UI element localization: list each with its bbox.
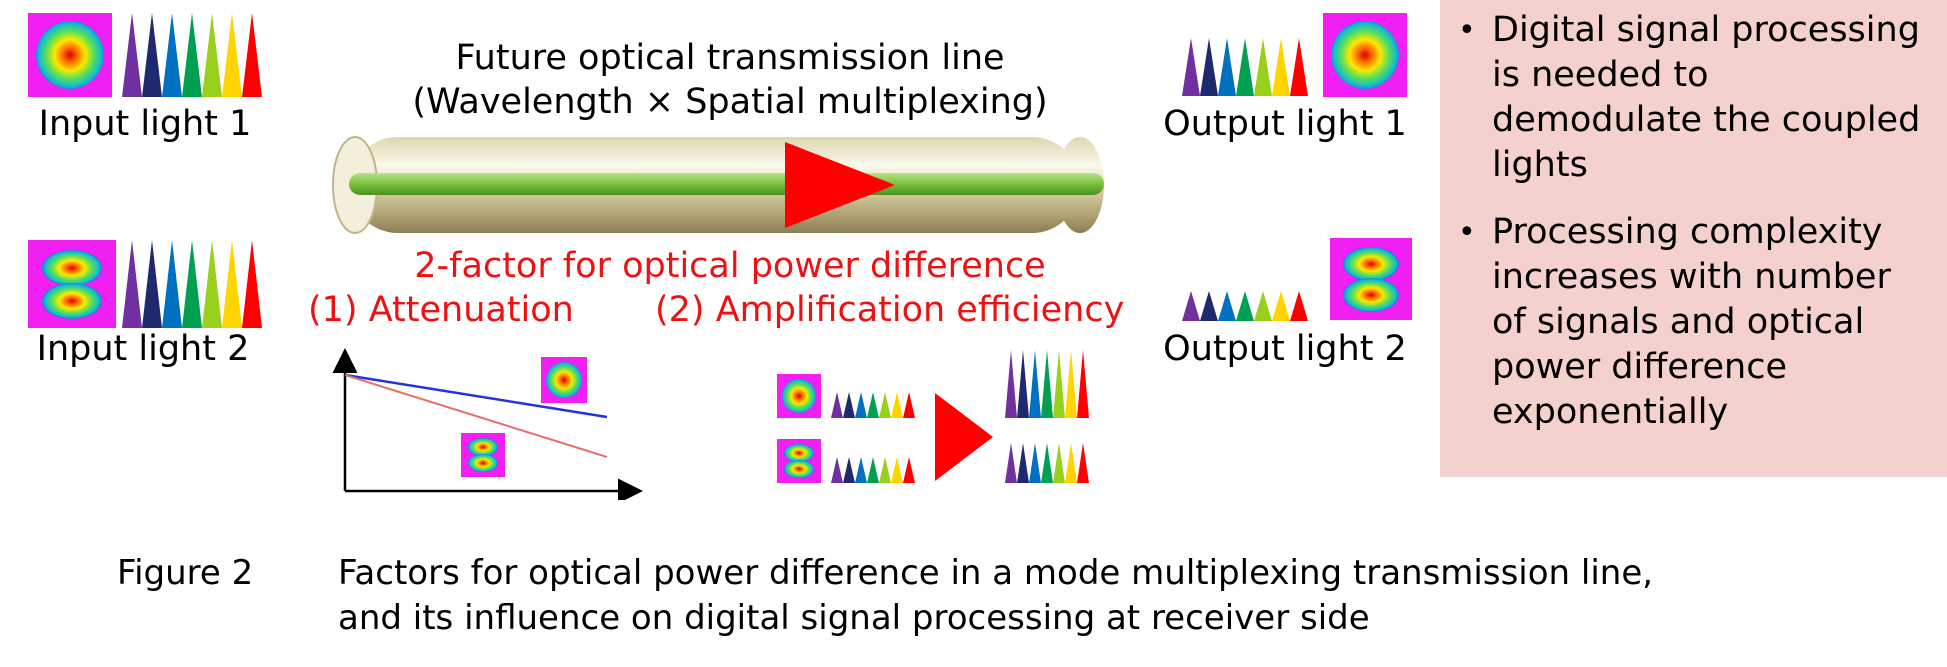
transmission-line-subtitle: (Wavelength × Spatial multiplexing) <box>412 82 1048 122</box>
wavelength-channel <box>1218 291 1236 321</box>
wavelength-channel <box>1017 443 1029 483</box>
wavelength-channel <box>1029 443 1041 483</box>
wavelength-channel <box>142 13 162 97</box>
input-light-1-label: Input light 1 <box>38 104 252 144</box>
wavelength-spectrum-icon <box>122 13 262 97</box>
output-light-2-label: Output light 2 <box>1163 329 1407 369</box>
factor-attenuation-label: (1) Attenuation <box>308 290 574 330</box>
wavelength-channel <box>1053 443 1065 483</box>
wavelength-channel <box>855 457 867 483</box>
figure-number: Figure 2 <box>117 553 254 593</box>
wavelength-channel <box>1077 443 1089 483</box>
wavelength-spectrum-icon <box>831 392 915 418</box>
wavelength-channel <box>1290 291 1308 321</box>
wavelength-channel <box>1041 443 1053 483</box>
wavelength-channel <box>1254 291 1272 321</box>
wavelength-spectrum-icon <box>1182 291 1308 321</box>
wavelength-channel <box>903 457 915 483</box>
factor-amplification-label: (2) Amplification efficiency <box>655 290 1125 330</box>
wavelength-channel <box>843 392 855 418</box>
wavelength-channel <box>1005 443 1017 483</box>
input-light-2-label: Input light 2 <box>36 329 250 369</box>
lp01-mode-icon <box>1323 13 1407 97</box>
wavelength-channel <box>867 457 879 483</box>
note-item: • Processing complexity increases with n… <box>1458 210 1929 435</box>
attenuation-graph <box>332 348 643 500</box>
wavelength-channel <box>1017 350 1029 418</box>
wavelength-channel <box>122 240 142 328</box>
wavelength-channel <box>891 392 903 418</box>
wavelength-spectrum-icon <box>1005 443 1089 483</box>
wavelength-spectrum-icon <box>122 240 262 328</box>
wavelength-channel <box>831 457 843 483</box>
wavelength-channel <box>1065 443 1077 483</box>
transmission-line-title: Future optical transmission line <box>455 38 1005 78</box>
dsp-notes-panel: • Digital signal processing is needed to… <box>1440 0 1947 477</box>
wavelength-channel <box>1041 350 1053 418</box>
wavelength-channel <box>1065 350 1077 418</box>
lp11-mode-icon <box>1330 238 1412 320</box>
wavelength-channel <box>182 240 202 328</box>
arrow-right-icon <box>935 393 993 481</box>
wavelength-spectrum-icon <box>1005 350 1089 418</box>
wavelength-channel <box>1005 350 1017 418</box>
wavelength-channel <box>1182 38 1200 96</box>
wavelength-channel <box>1236 291 1254 321</box>
wavelength-channel <box>831 392 843 418</box>
wavelength-channel <box>855 392 867 418</box>
note-text: Processing complexity increases with num… <box>1492 212 1891 432</box>
wavelength-channel <box>879 392 891 418</box>
wavelength-channel <box>903 392 915 418</box>
wavelength-channel <box>202 13 222 97</box>
lp01-attenuation-line <box>344 373 608 419</box>
lp11-attenuation-line <box>344 374 608 458</box>
wavelength-channel <box>142 240 162 328</box>
wavelength-channel <box>222 13 242 97</box>
wavelength-channel <box>1272 291 1290 321</box>
wavelength-channel <box>1236 38 1254 96</box>
figure-caption-line-2: and its influence on digital signal proc… <box>338 598 1370 638</box>
wavelength-channel <box>182 13 202 97</box>
wavelength-channel <box>242 240 262 328</box>
wavelength-channel <box>1272 38 1290 96</box>
wavelength-channel <box>1290 38 1308 96</box>
wavelength-channel <box>1218 38 1236 96</box>
wavelength-channel <box>1053 350 1065 418</box>
wavelength-channel <box>1200 291 1218 321</box>
lp01-mode-icon <box>541 357 587 403</box>
fiber-cable-icon <box>332 136 1104 234</box>
note-item: • Digital signal processing is needed to… <box>1458 8 1929 188</box>
wavelength-channel <box>162 13 182 97</box>
wavelength-channel <box>879 457 891 483</box>
wavelength-channel <box>202 240 222 328</box>
wavelength-channel <box>1029 350 1041 418</box>
wavelength-channel <box>242 13 262 97</box>
lp01-mode-icon <box>777 374 821 418</box>
wavelength-spectrum-icon <box>1182 38 1308 96</box>
note-text: Digital signal processing is needed to d… <box>1492 10 1921 185</box>
lp01-mode-icon <box>28 13 112 97</box>
wavelength-channel <box>843 457 855 483</box>
wavelength-channel <box>1200 38 1218 96</box>
wavelength-channel <box>162 240 182 328</box>
wavelength-channel <box>867 392 879 418</box>
wavelength-channel <box>891 457 903 483</box>
wavelength-channel <box>1077 350 1089 418</box>
lp11-mode-icon <box>28 240 116 328</box>
wavelength-channel <box>1254 38 1272 96</box>
lp11-mode-icon <box>777 439 821 483</box>
figure-caption-line-1: Factors for optical power difference in … <box>338 553 1654 593</box>
wavelength-channel <box>222 240 242 328</box>
lp11-mode-icon <box>461 433 505 477</box>
wavelength-spectrum-icon <box>831 457 915 483</box>
power-difference-heading: 2-factor for optical power difference <box>414 246 1046 286</box>
output-light-1-label: Output light 1 <box>1163 104 1407 144</box>
wavelength-channel <box>122 13 142 97</box>
wavelength-channel <box>1182 291 1200 321</box>
